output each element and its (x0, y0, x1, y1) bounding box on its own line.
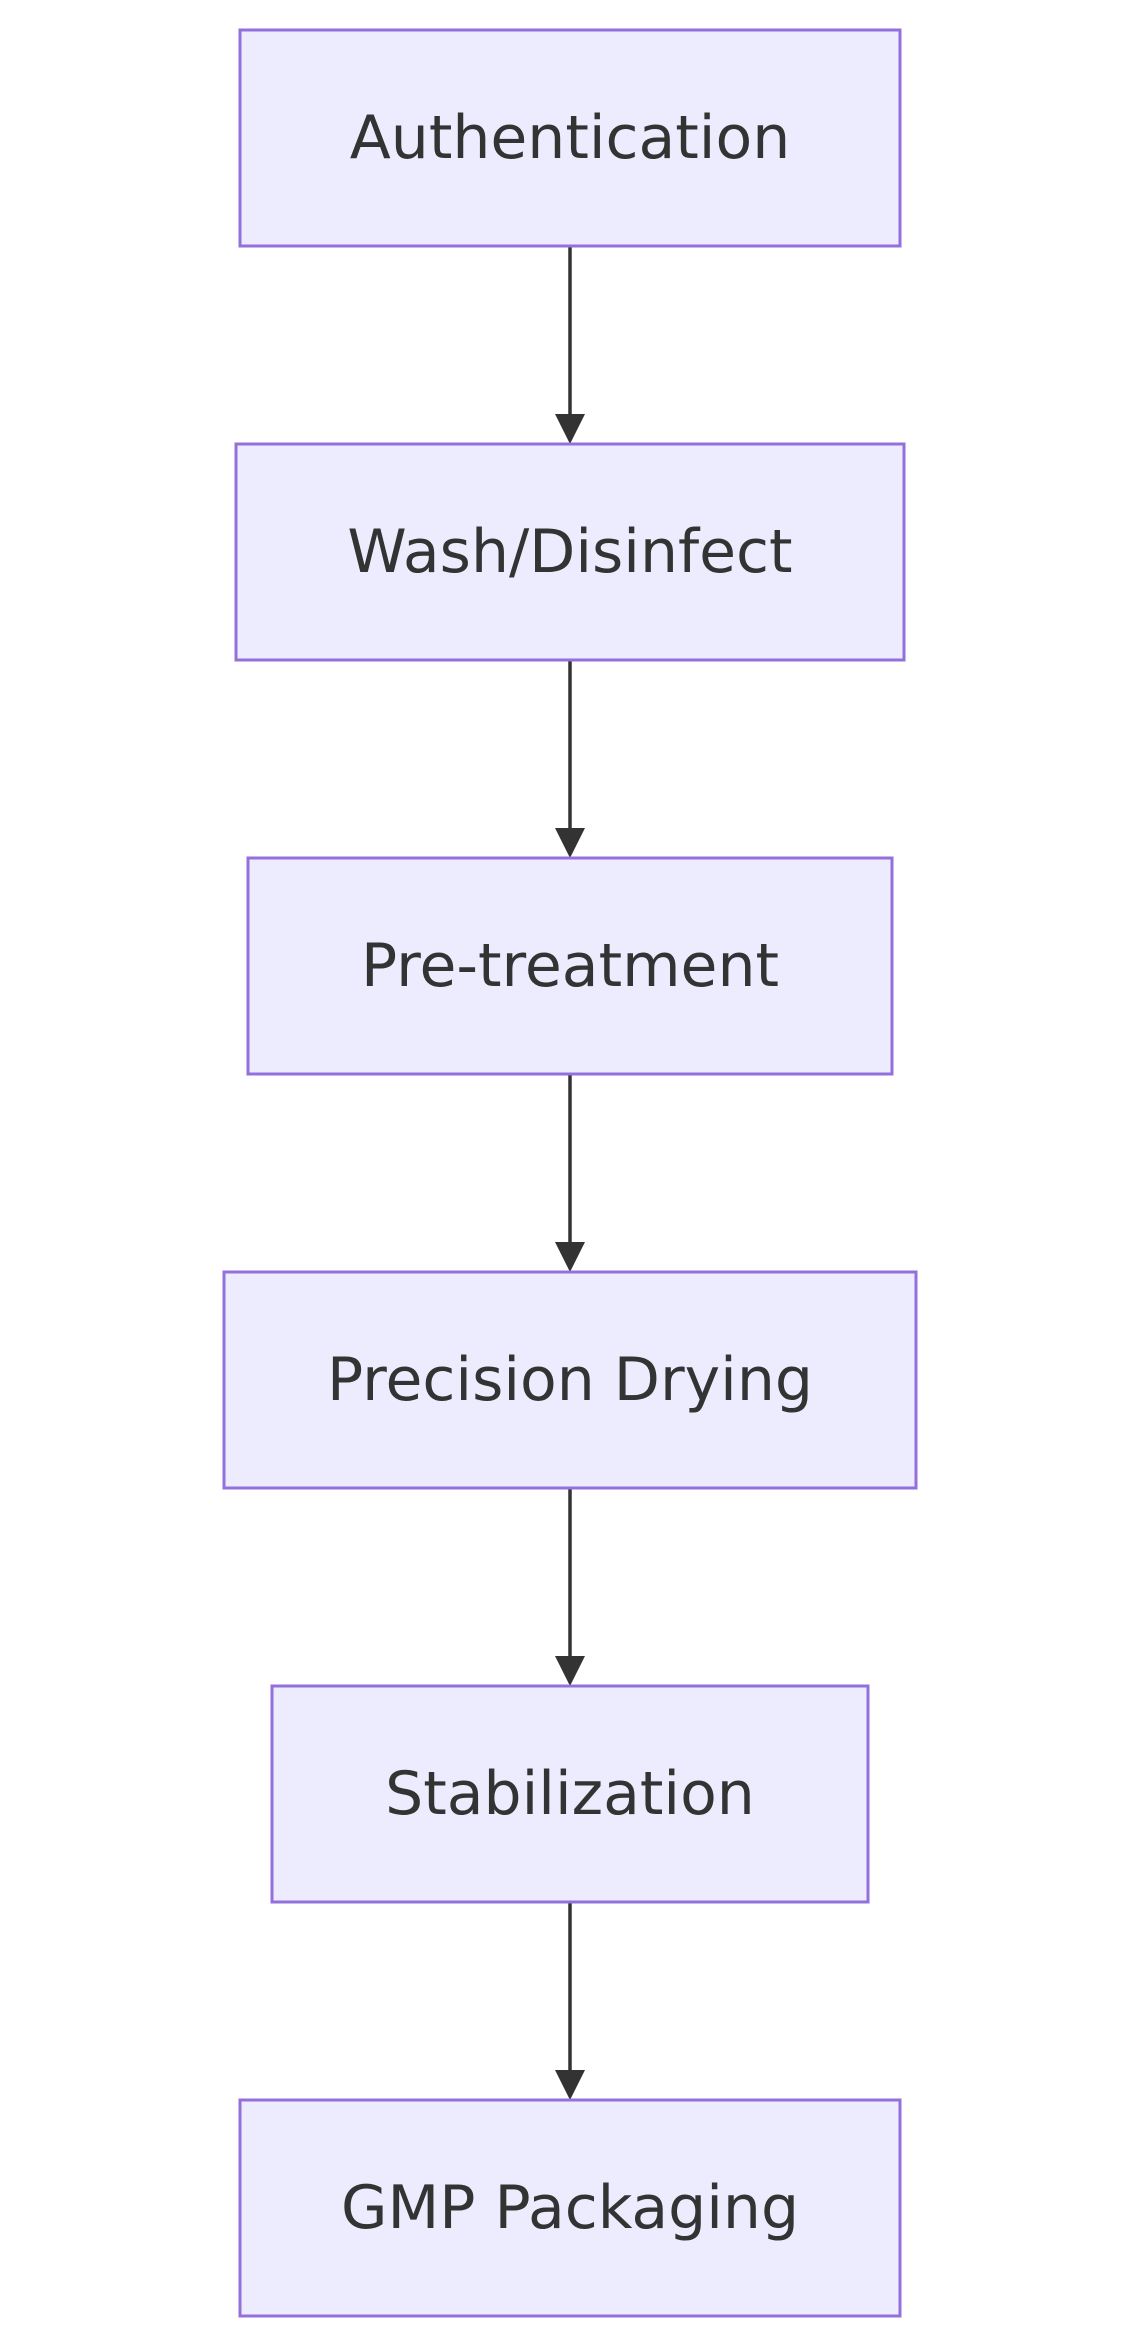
arrowhead-icon (555, 2070, 585, 2100)
node-stabilization: Stabilization (270, 1684, 870, 1904)
node-box (234, 442, 906, 662)
node-label: Wash/Disinfect (347, 517, 792, 587)
arrow-n3-to-n4 (555, 1074, 585, 1272)
node-gmp-packaging: GMP Packaging (238, 2098, 902, 2318)
node-label: Authentication (350, 103, 790, 173)
node-pre-treatment: Pre-treatment (246, 856, 894, 1076)
node-label: GMP Packaging (341, 2173, 799, 2243)
node-label: Pre-treatment (361, 931, 779, 1001)
node-box (270, 1684, 870, 1904)
node-box (222, 1270, 918, 1490)
node-wash-disinfect: Wash/Disinfect (234, 442, 906, 662)
arrow-n1-to-n2 (555, 246, 585, 444)
arrowhead-icon (555, 1242, 585, 1272)
node-box (246, 856, 894, 1076)
arrowhead-icon (555, 1656, 585, 1686)
arrow-n4-to-n5 (555, 1488, 585, 1686)
node-precision-drying: Precision Drying (222, 1270, 918, 1490)
arrow-n2-to-n3 (555, 660, 585, 858)
node-authentication: Authentication (238, 28, 902, 248)
node-label: Stabilization (385, 1759, 755, 1829)
edges-layer (555, 246, 585, 2100)
node-box (238, 28, 902, 248)
arrow-n5-to-n6 (555, 1902, 585, 2100)
arrowhead-icon (555, 414, 585, 444)
node-label: Precision Drying (327, 1345, 813, 1415)
nodes-layer: AuthenticationWash/DisinfectPre-treatmen… (222, 28, 918, 2318)
arrowhead-icon (555, 828, 585, 858)
node-box (238, 2098, 902, 2318)
